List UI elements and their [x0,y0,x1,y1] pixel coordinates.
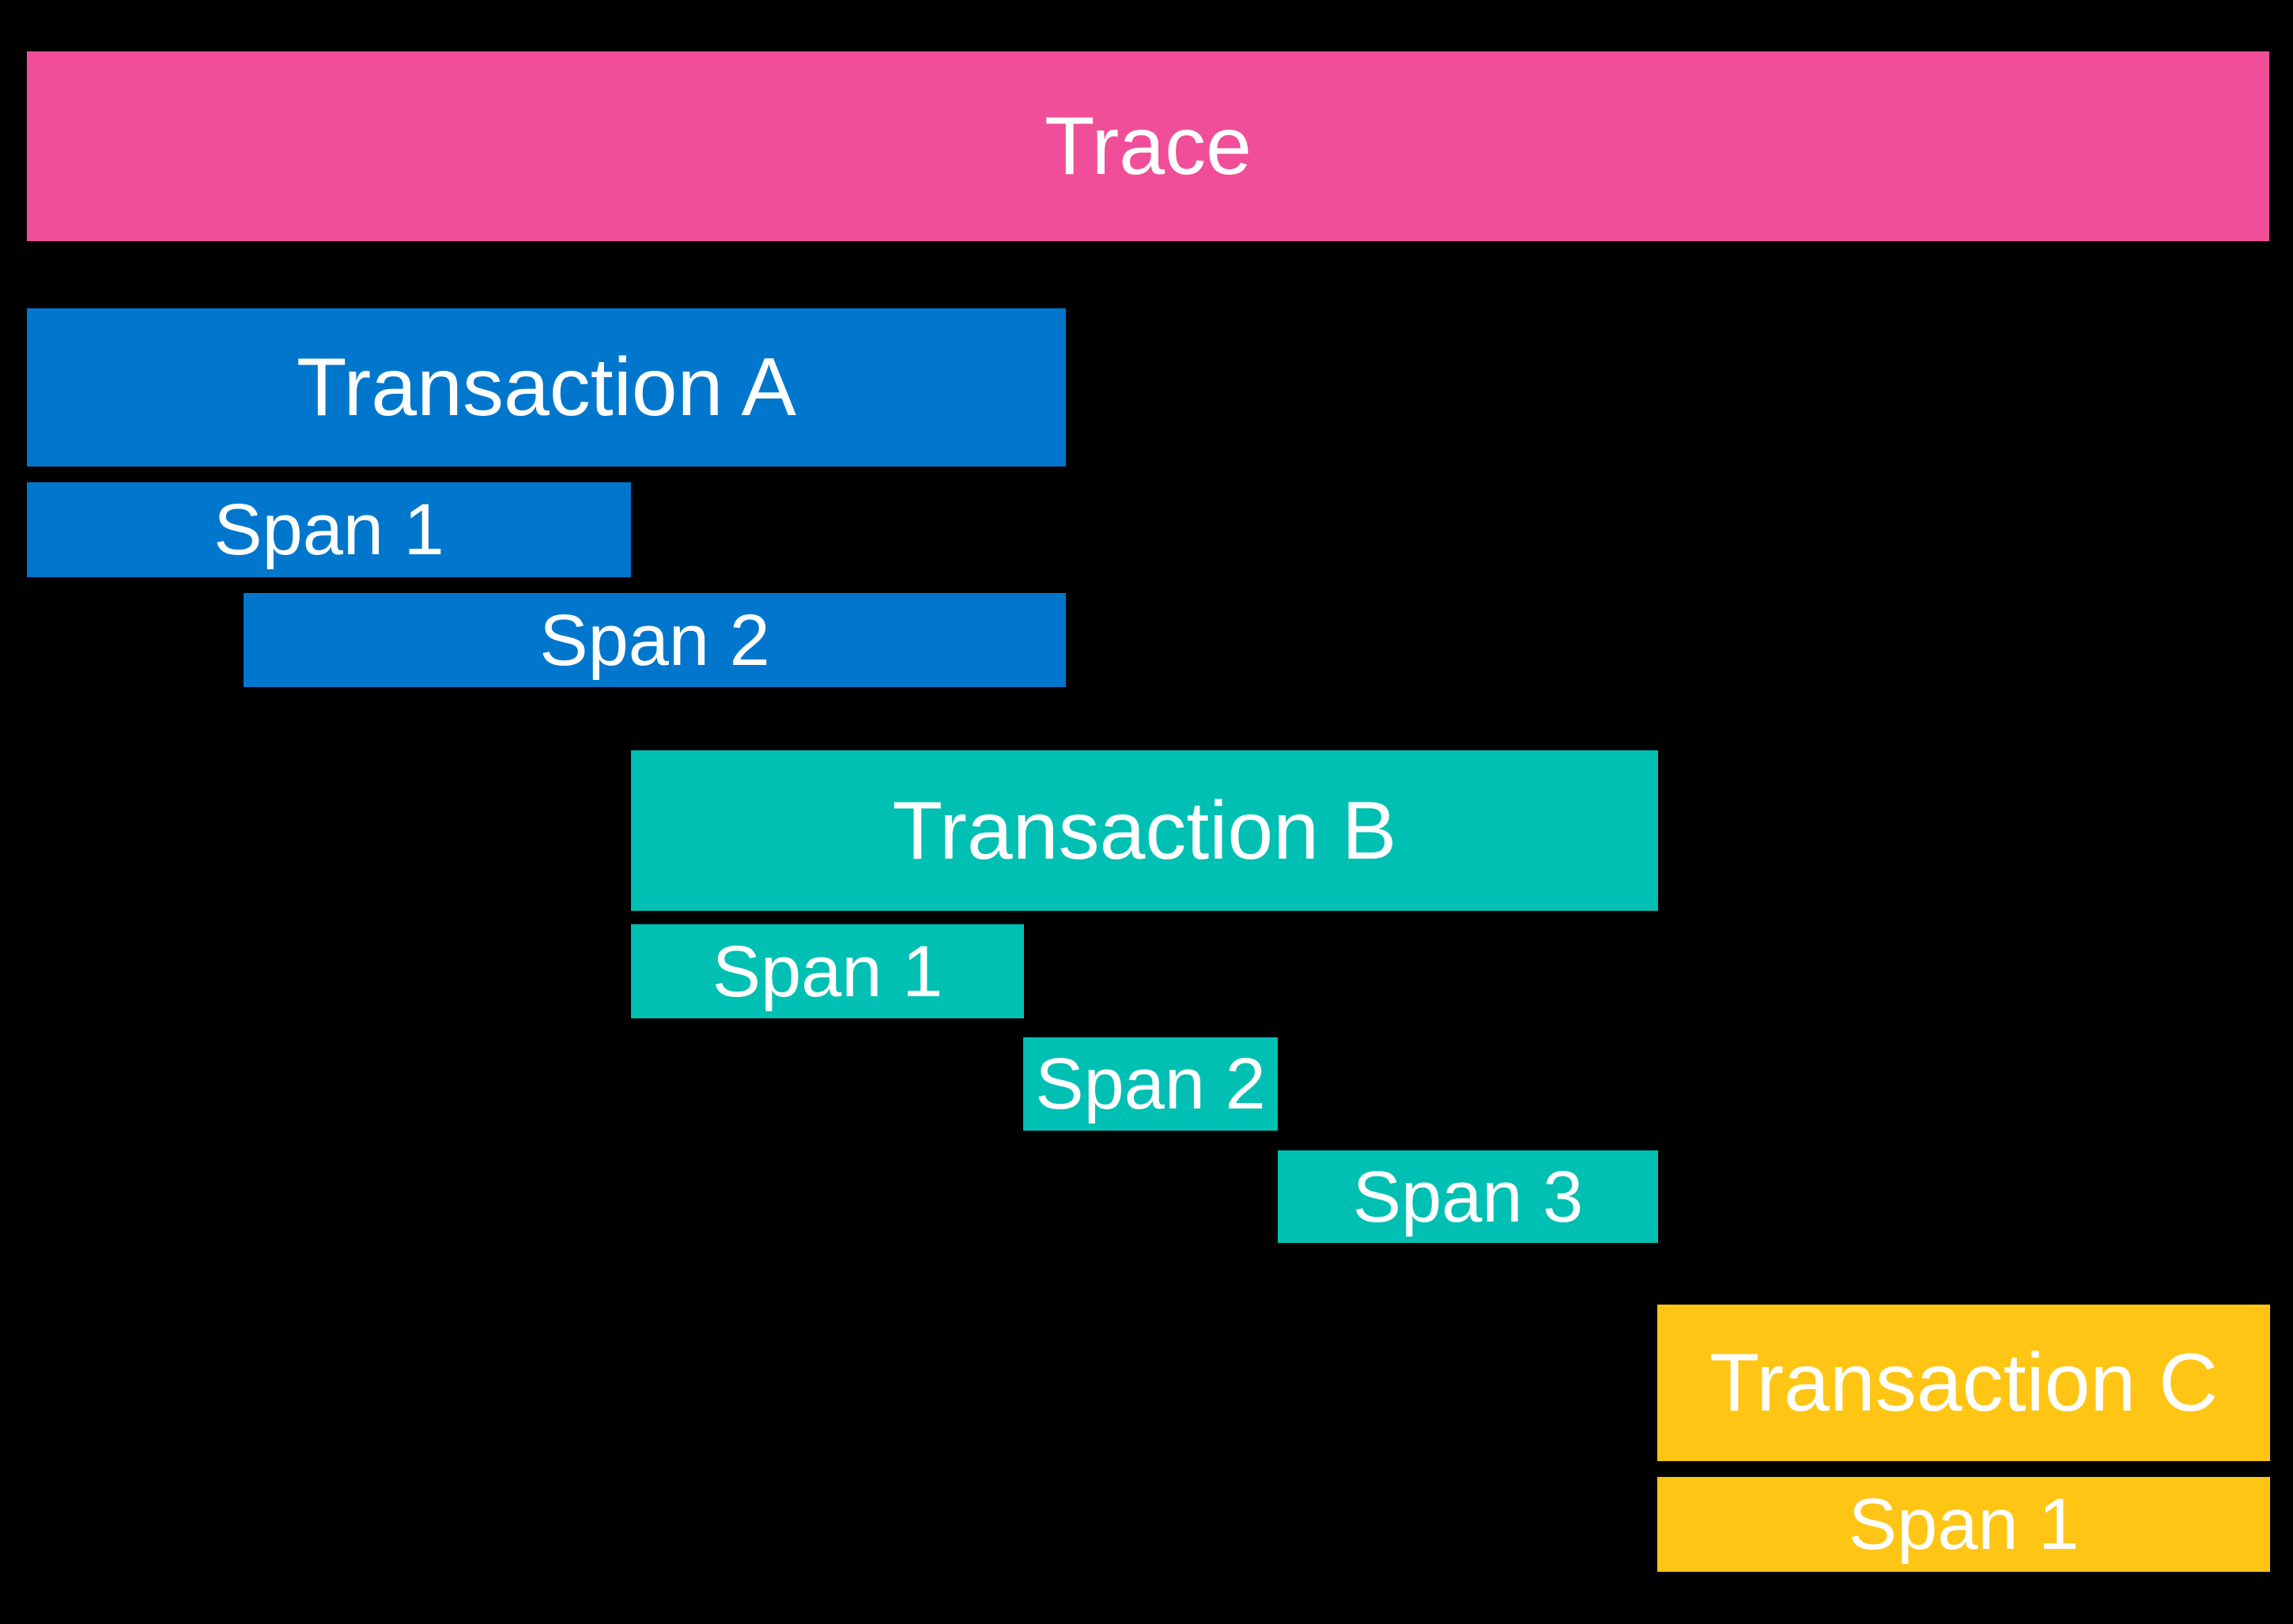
transaction-a-span-2-bar: Span 2 [244,593,1066,687]
transaction-b-span-2-label: Span 2 [1035,1044,1266,1124]
transaction-b-label: Transaction B [892,784,1397,877]
transaction-c-span-1-label: Span 1 [1848,1484,2080,1565]
transaction-a-span-1-bar: Span 1 [27,482,631,577]
transaction-a-label: Transaction A [296,342,797,433]
transaction-b-span-3-bar: Span 3 [1278,1150,1658,1243]
transaction-a-span-1-label: Span 1 [213,489,444,570]
transaction-b-span-1-bar: Span 1 [631,924,1024,1018]
transaction-c-bar: Transaction C [1657,1305,2270,1461]
transaction-b-span-2-bar: Span 2 [1023,1037,1278,1131]
transaction-c-label: Transaction C [1709,1337,2219,1429]
transaction-b-bar: Transaction B [631,750,1658,911]
trace-label: Trace [1045,100,1252,192]
transaction-c-span-1-bar: Span 1 [1657,1477,2270,1572]
trace-bar: Trace [27,51,2269,241]
transaction-a-span-2-label: Span 2 [539,599,770,681]
transaction-b-span-1-label: Span 1 [712,931,943,1012]
transaction-a-bar: Transaction A [27,308,1066,466]
transaction-b-span-3-label: Span 3 [1352,1156,1584,1237]
